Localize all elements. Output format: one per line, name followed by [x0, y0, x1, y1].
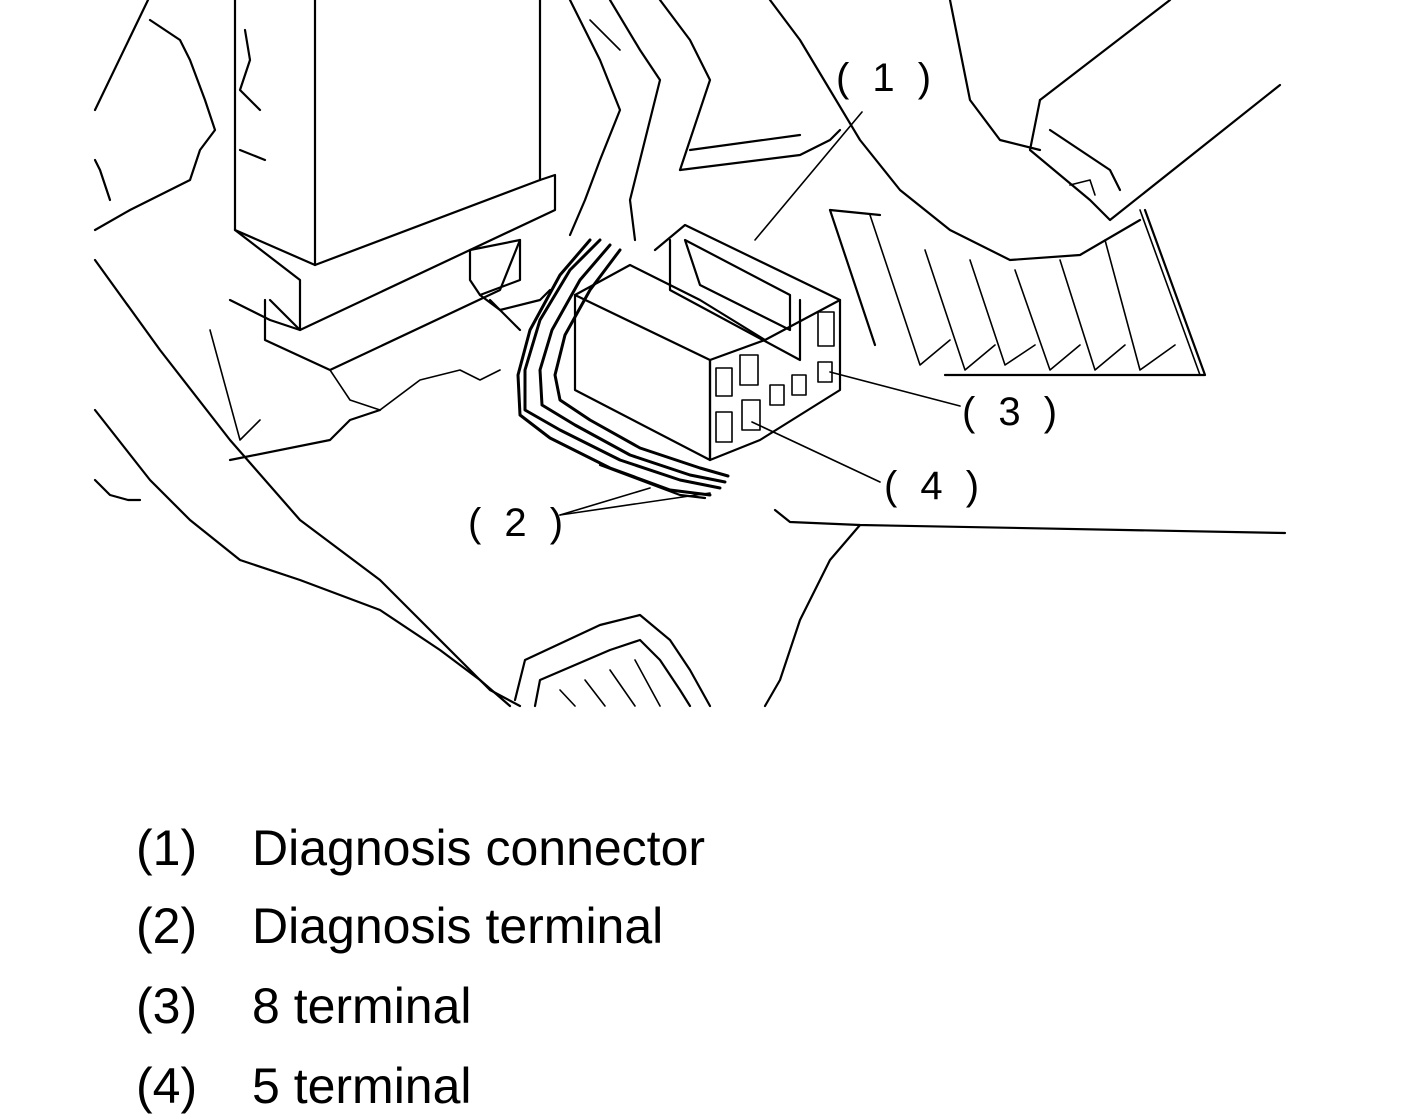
hatched-panel: [828, 208, 1207, 377]
upper-wire-harness: [568, 0, 842, 242]
diagram-drawing: [93, 0, 1287, 708]
legend-label: 8 terminal: [252, 978, 472, 1034]
connector-location-diagram: ( 1 ) ( 2 ) ( 3 ) ( 4 ): [93, 0, 1287, 708]
callout-4: ( 4 ): [884, 464, 986, 508]
legend-number: (3): [136, 978, 198, 1034]
steering-column-cover: [768, 0, 1282, 262]
legend-number: (2): [136, 898, 198, 954]
callout-2: ( 2 ): [468, 501, 570, 545]
dashboard-panel-left: [93, 0, 522, 708]
harness-clip: [468, 238, 552, 332]
callout-3: ( 3 ): [962, 390, 1064, 434]
control-unit-box: [228, 0, 557, 462]
legend-number: (1): [136, 820, 198, 876]
callout-1: ( 1 ): [836, 56, 938, 100]
floor-and-pedal: [513, 508, 1287, 708]
diagnosis-terminal-wires: [516, 238, 730, 500]
legend-label: 5 terminal: [252, 1058, 472, 1114]
legend-label: Diagnosis connector: [252, 820, 706, 876]
callout-leader-lines: [559, 111, 961, 516]
diagnosis-connector-body: [573, 223, 842, 462]
legend-number: (4): [136, 1058, 198, 1114]
legend-label: Diagnosis terminal: [252, 898, 664, 954]
